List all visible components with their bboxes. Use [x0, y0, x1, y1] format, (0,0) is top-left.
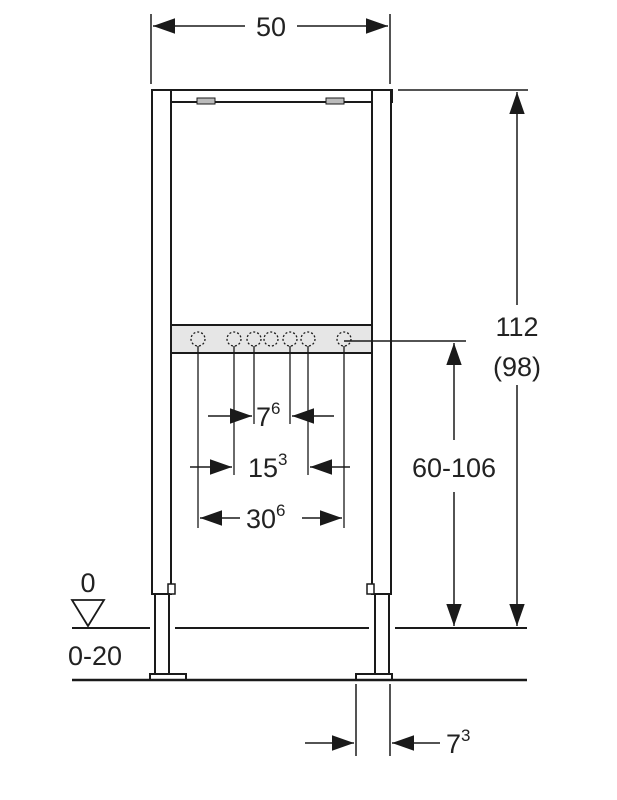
plate-hole-4 [263, 331, 279, 347]
frame-right-upright [371, 89, 392, 595]
dimension-connection-height: 60-106 [344, 340, 496, 626]
height-total-label: 112 [495, 312, 538, 342]
upright-clip-left [167, 583, 176, 595]
plate-hole-6 [300, 331, 316, 347]
plate-hole-2 [226, 331, 242, 347]
foot-right-tube [374, 593, 390, 675]
spacing-medium-label: 153 [248, 450, 288, 483]
width-label: 50 [256, 12, 286, 42]
dimension-spacing-medium: 153 [190, 450, 350, 483]
floor-range-label: 0-20 [68, 641, 122, 671]
floor-zero-label: 0 [80, 568, 95, 598]
clip-right [325, 97, 345, 105]
plate-hole-3 [246, 331, 262, 347]
floor-lines [70, 599, 527, 682]
clip-left [196, 97, 216, 105]
plate-hole-7 [336, 331, 352, 347]
floor-level-triangle [70, 599, 106, 628]
spacing-large-label: 306 [246, 501, 286, 534]
frame [149, 89, 393, 681]
dimension-total-height: 112 (98) [398, 89, 541, 626]
mounting-plate [170, 324, 373, 354]
dimension-foot-depth: 73 [305, 684, 471, 759]
height-total-alt-label: (98) [493, 352, 541, 382]
dimension-spacing-small: 76 [208, 399, 334, 432]
mounting-plate-holes [190, 331, 352, 347]
connection-height-label: 60-106 [412, 453, 496, 483]
spacing-small-label: 76 [256, 399, 281, 432]
frame-top-rail [151, 89, 393, 103]
foot-depth-label: 73 [446, 726, 471, 759]
plate-extension-lines [197, 346, 345, 528]
plate-hole-5 [282, 331, 298, 347]
dimension-spacing-large: 306 [200, 501, 342, 534]
foot-left-tube [154, 593, 170, 675]
plate-hole-1 [190, 331, 206, 347]
frame-left-upright [151, 89, 172, 595]
upright-clip-right [366, 583, 375, 595]
dimension-width: 50 [150, 12, 391, 84]
